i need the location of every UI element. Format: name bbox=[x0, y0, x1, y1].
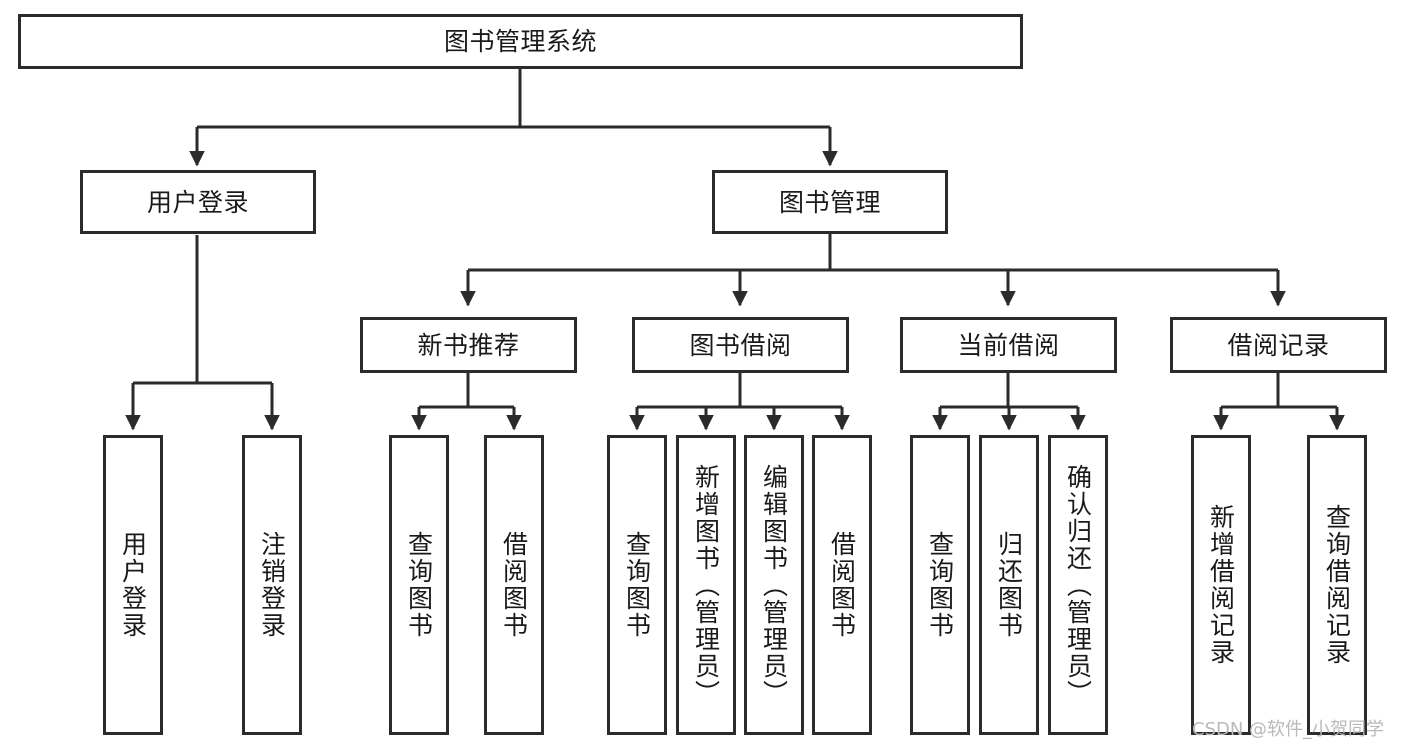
csdn-watermark: CSDN @软件_小贺同学 bbox=[1192, 719, 1385, 740]
node-root[interactable]: 图书管理系统 bbox=[18, 14, 1023, 69]
leaf-current-query-book-label: 查询图书 bbox=[925, 531, 955, 639]
node-borrow-records[interactable]: 借阅记录 bbox=[1170, 317, 1387, 373]
leaf-current-return-book[interactable]: 归还图书 bbox=[979, 435, 1039, 735]
leaf-borrow-edit-book-label: 编辑图书（管理员） bbox=[759, 463, 789, 707]
leaf-borrow-edit-book[interactable]: 编辑图书（管理员） bbox=[744, 435, 804, 735]
leaf-records-add-record[interactable]: 新增借阅记录 bbox=[1191, 435, 1251, 735]
leaf-current-confirm-return-label: 确认归还（管理员） bbox=[1063, 463, 1093, 707]
leaf-borrow-add-book[interactable]: 新增图书（管理员） bbox=[676, 435, 736, 735]
node-current-borrow[interactable]: 当前借阅 bbox=[900, 317, 1117, 373]
leaf-records-query-record[interactable]: 查询借阅记录 bbox=[1307, 435, 1367, 735]
node-new-book-recommend[interactable]: 新书推荐 bbox=[360, 317, 577, 373]
node-current-borrow-label: 当前借阅 bbox=[957, 330, 1060, 360]
node-book-borrow-label: 图书借阅 bbox=[689, 330, 792, 360]
leaf-logout[interactable]: 注销登录 bbox=[242, 435, 302, 735]
leaf-borrow-borrow-book[interactable]: 借阅图书 bbox=[812, 435, 872, 735]
leaf-borrow-query-book[interactable]: 查询图书 bbox=[607, 435, 667, 735]
leaf-records-query-record-label: 查询借阅记录 bbox=[1322, 504, 1352, 666]
leaf-logout-label: 注销登录 bbox=[257, 531, 287, 639]
leaf-user-login[interactable]: 用户登录 bbox=[103, 435, 163, 735]
node-book-management-label: 图书管理 bbox=[778, 187, 881, 217]
leaf-borrow-borrow-book-label: 借阅图书 bbox=[827, 531, 857, 639]
node-borrow-records-label: 借阅记录 bbox=[1227, 330, 1330, 360]
leaf-borrow-add-book-label: 新增图书（管理员） bbox=[691, 463, 721, 707]
node-book-management[interactable]: 图书管理 bbox=[712, 170, 948, 234]
leaf-newbook-borrow-book[interactable]: 借阅图书 bbox=[484, 435, 544, 735]
leaf-borrow-query-book-label: 查询图书 bbox=[622, 531, 652, 639]
leaf-newbook-query-book-label: 查询图书 bbox=[404, 531, 434, 639]
leaf-current-return-book-label: 归还图书 bbox=[994, 531, 1024, 639]
node-book-borrow[interactable]: 图书借阅 bbox=[632, 317, 849, 373]
leaf-newbook-query-book[interactable]: 查询图书 bbox=[389, 435, 449, 735]
node-user-login-label: 用户登录 bbox=[146, 187, 249, 217]
leaf-current-confirm-return[interactable]: 确认归还（管理员） bbox=[1048, 435, 1108, 735]
node-new-book-recommend-label: 新书推荐 bbox=[417, 330, 520, 360]
leaf-current-query-book[interactable]: 查询图书 bbox=[910, 435, 970, 735]
leaf-user-login-label: 用户登录 bbox=[118, 531, 148, 639]
leaf-records-add-record-label: 新增借阅记录 bbox=[1206, 504, 1236, 666]
node-root-label: 图书管理系统 bbox=[443, 27, 597, 56]
leaf-newbook-borrow-book-label: 借阅图书 bbox=[499, 531, 529, 639]
node-user-login[interactable]: 用户登录 bbox=[80, 170, 316, 234]
